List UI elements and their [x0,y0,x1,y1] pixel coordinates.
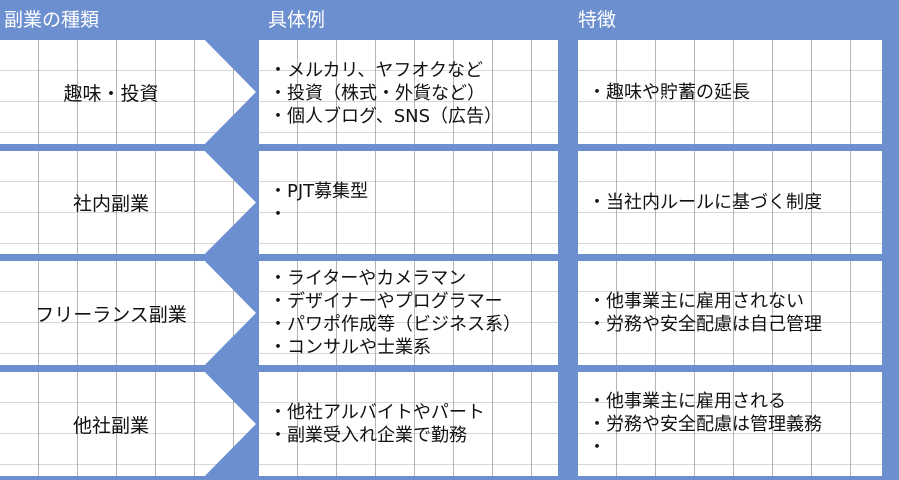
examples-box-internal: ・PJT募集型 ・ [259,151,558,254]
feature-line: ・労務や安全配慮は自己管理 [588,314,822,335]
category-label: 他社副業 [72,414,149,437]
category-arrow-hobby-investment: 趣味・投資 [0,40,256,144]
example-line: ・ [269,203,287,225]
example-line: ・コンサルや士業系 [269,337,431,358]
example-line: ・パワポ作成等（ビジネス系） [269,314,521,335]
examples-box-other-company: ・他社アルバイトやパート ・副業受入れ企業で勤務 [259,372,558,476]
category-arrow-other-company: 他社副業 [0,372,256,476]
feature-line: ・趣味や貯蓄の延長 [588,81,750,103]
feature-line: ・当社内ルールに基づく制度 [588,192,822,213]
features-box-other-company: ・他事業主に雇用される ・労務や安全配慮は管理義務 ・ [578,372,882,476]
feature-line: ・労務や安全配慮は管理義務 [588,413,822,435]
category-label: 社内副業 [72,193,149,215]
feature-line: ・ [588,436,606,458]
example-line: ・投資（株式・外貨など） [269,82,485,104]
examples-box-freelance: ・ライターやカメラマン ・デザイナーやプログラマー ・パワポ作成等（ビジネス系）… [259,261,558,365]
example-line: ・副業受入れ企業で勤務 [269,425,467,446]
category-label: フリーランス副業 [35,303,187,326]
feature-line: ・他事業主に雇用されない [588,291,804,312]
feature-line: ・他事業主に雇用される [588,390,786,412]
category-arrow-freelance: フリーランス副業 [0,261,256,365]
example-line: ・メルカリ、ヤフオクなど [269,59,484,81]
example-line: ・デザイナーやプログラマー [269,291,503,312]
header-job-type: 副業の種類 [4,9,100,31]
category-label: 趣味・投資 [63,82,159,105]
features-box-hobby-investment: ・趣味や貯蓄の延長 [578,40,882,144]
example-line: ・ライターやカメラマン [269,268,467,289]
example-line: ・PJT募集型 [269,180,369,202]
example-line: ・他社アルバイトやパート [269,402,485,423]
features-box-freelance: ・他事業主に雇用されない ・労務や安全配慮は自己管理 [578,261,882,365]
header-examples: 具体例 [268,9,326,31]
header-features: 特徴 [578,9,617,31]
features-box-internal: ・当社内ルールに基づく制度 [578,151,882,254]
category-arrow-internal: 社内副業 [0,151,256,254]
examples-box-hobby-investment: ・メルカリ、ヤフオクなど ・投資（株式・外貨など） ・個人ブログ、SNS（広告） [259,40,558,144]
example-line: ・個人ブログ、SNS（広告） [269,105,503,127]
